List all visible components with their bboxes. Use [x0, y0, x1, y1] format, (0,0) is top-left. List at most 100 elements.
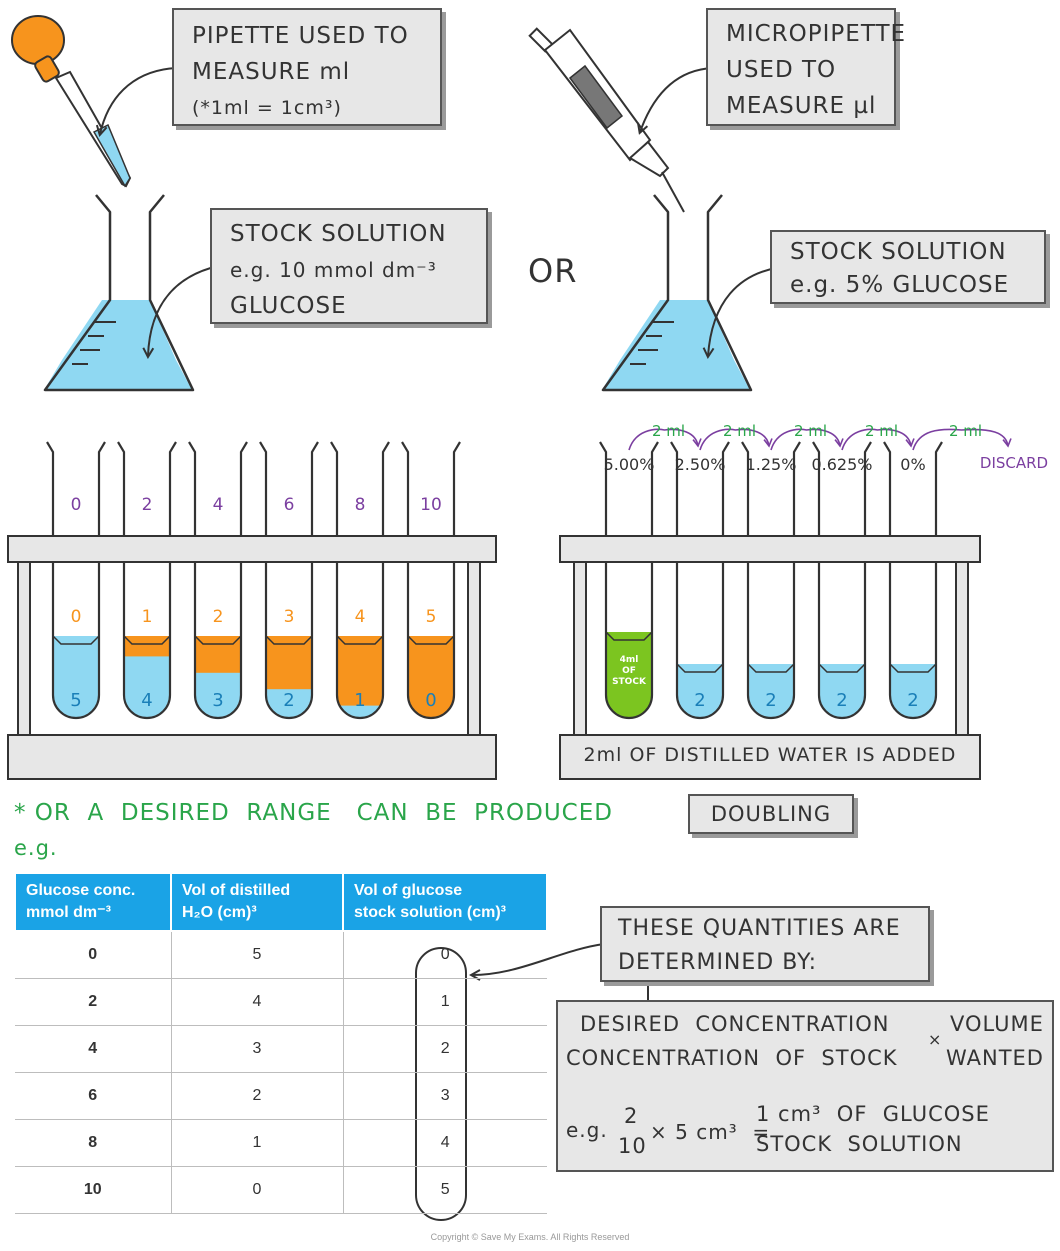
- right-tube-water-label-3: 2: [907, 690, 918, 711]
- pipette-callout: PIPETTE USED TO MEASURE ml (*1ml = 1cm³): [172, 8, 442, 126]
- micropipette-icon: [528, 27, 685, 213]
- cell-glucose-conc: 8: [15, 1119, 172, 1167]
- left-tube-1: [117, 441, 177, 720]
- header-glucose-conc-line-1: Glucose conc.: [26, 882, 136, 899]
- left-flask: [43, 194, 195, 392]
- example-result-line-1: 1 cm³ OF GLUCOSE: [756, 1102, 990, 1126]
- left-tube-conc-label-3: 6: [284, 495, 295, 515]
- cell-glucose-stock: 2: [343, 1025, 547, 1073]
- cell-distilled-water: 0: [171, 1166, 344, 1214]
- header-glucose-stock-line-2: stock solution (cm)³: [354, 904, 507, 921]
- header-glucose-conc-line-2: mmol dm⁻³: [26, 904, 111, 921]
- dilution-arrow-0: [628, 428, 702, 451]
- cell-distilled-water: 3: [171, 1025, 344, 1073]
- transfer-label-1: 2 ml: [723, 422, 756, 440]
- stock-tube-label-0: 4ml: [620, 655, 639, 665]
- dilution-arrow-4: [912, 428, 1012, 451]
- pipette-icon: [11, 15, 132, 188]
- micropipette-line-2: USED TO: [726, 57, 837, 83]
- stock-left-line-1: STOCK SOLUTION: [230, 221, 447, 247]
- stock-left-pointer: [148, 265, 219, 356]
- cell-glucose-stock: 5: [343, 1166, 547, 1214]
- left-tube-5: [401, 441, 461, 720]
- cell-glucose-conc: 6: [15, 1072, 172, 1120]
- doubling-label: DOUBLING: [688, 794, 854, 834]
- range-note: * OR A DESIRED RANGE CAN BE PRODUCED: [14, 800, 613, 826]
- left-rack: [7, 441, 497, 780]
- micropipette-pointer: [640, 67, 713, 132]
- left-tube-0: [46, 441, 106, 720]
- quantities-line-2: DETERMINED BY:: [618, 950, 818, 975]
- or-label: OR: [528, 252, 578, 290]
- right-tube-1: [670, 441, 730, 720]
- left-tube-water-label-5: 0: [425, 690, 436, 711]
- right-tube-0: [599, 441, 659, 720]
- pipette-line-1: PIPETTE USED TO: [192, 23, 409, 49]
- left-tube-4: [330, 441, 390, 720]
- example-numerator: 2: [624, 1104, 639, 1128]
- pipette-line-3: (*1ml = 1cm³): [192, 97, 342, 119]
- cell-glucose-stock: 4: [343, 1119, 547, 1167]
- formula-volume-line-1: VOLUME: [950, 1012, 1044, 1036]
- transfer-label-2: 2 ml: [794, 422, 827, 440]
- cell-glucose-stock: 1: [343, 978, 547, 1026]
- stock-left-line-3: GLUCOSE: [230, 293, 347, 319]
- cell-glucose-conc: 4: [15, 1025, 172, 1073]
- formula-times: ×: [928, 1030, 943, 1049]
- header-distilled-water: Vol of distilled H₂O (cm)³: [170, 872, 344, 932]
- left-tube-water-label-0: 5: [70, 690, 81, 711]
- left-tube-glucose-label-0: 0: [71, 607, 82, 627]
- micropipette-line-1: MICROPIPETTE: [726, 21, 907, 47]
- distilled-water-label: 2ml OF DISTILLED WATER IS ADDED: [583, 744, 957, 766]
- stock-right-callout: STOCK SOLUTION e.g. 5% GLUCOSE: [770, 230, 1046, 304]
- eg-label: e.g.: [14, 836, 58, 860]
- micropipette-line-3: MEASURE µl: [726, 93, 877, 119]
- right-tube-water-label-2: 2: [836, 690, 847, 711]
- dilution-arrow-2: [770, 428, 844, 451]
- header-distilled-water-line-2: H₂O (cm)³: [182, 904, 257, 921]
- header-glucose-stock: Vol of glucose stock solution (cm)³: [342, 872, 548, 932]
- cell-distilled-water: 5: [171, 931, 344, 979]
- dilution-table: Glucose conc. mmol dm⁻³ Vol of distilled…: [14, 872, 548, 1214]
- cell-glucose-stock: 3: [343, 1072, 547, 1120]
- left-tube-conc-label-0: 0: [71, 495, 82, 515]
- right-tube-conc-label-2: 1.25%: [746, 455, 797, 474]
- pipette-pointer: [100, 67, 177, 134]
- quantities-line-1: THESE QUANTITIES ARE: [618, 916, 901, 941]
- header-distilled-water-line-1: Vol of distilled: [182, 882, 291, 899]
- pipette-line-2: MEASURE ml: [192, 59, 351, 85]
- dilution-arrow-1: [699, 428, 773, 451]
- dilution-arrow-3: [841, 428, 915, 451]
- example-denominator: 10: [618, 1134, 647, 1158]
- cell-glucose-conc: 0: [15, 931, 172, 979]
- cell-glucose-conc: 2: [15, 978, 172, 1026]
- right-tube-conc-label-1: 2.50%: [675, 455, 726, 474]
- stock-right-pointer: [708, 267, 777, 356]
- cell-distilled-water: 1: [171, 1119, 344, 1167]
- left-tube-conc-label-1: 2: [142, 495, 153, 515]
- right-flask: [601, 194, 753, 392]
- left-tube-conc-label-4: 8: [355, 495, 366, 515]
- right-tube-water-label-1: 2: [765, 690, 776, 711]
- left-tube-conc-label-5: 10: [420, 495, 442, 515]
- right-tube-conc-label-0: 5.00%: [604, 455, 655, 474]
- left-tube-glucose-label-4: 4: [355, 607, 366, 627]
- transfer-label-0: 2 ml: [652, 422, 685, 440]
- left-tube-glucose-label-5: 5: [426, 607, 437, 627]
- formula-denominator: CONCENTRATION OF STOCK: [566, 1046, 898, 1070]
- discard-label: DISCARD: [980, 454, 1048, 472]
- left-tube-water-label-4: 1: [354, 690, 365, 711]
- right-tube-conc-label-4: 0%: [900, 455, 925, 474]
- stock-left-callout: STOCK SOLUTION e.g. 10 mmol dm⁻³ GLUCOSE: [210, 208, 488, 324]
- left-tube-glucose-label-1: 1: [142, 607, 153, 627]
- right-tube-3: [812, 441, 872, 720]
- left-tube-water-label-1: 4: [141, 690, 152, 711]
- left-tube-glucose-label-2: 2: [213, 607, 224, 627]
